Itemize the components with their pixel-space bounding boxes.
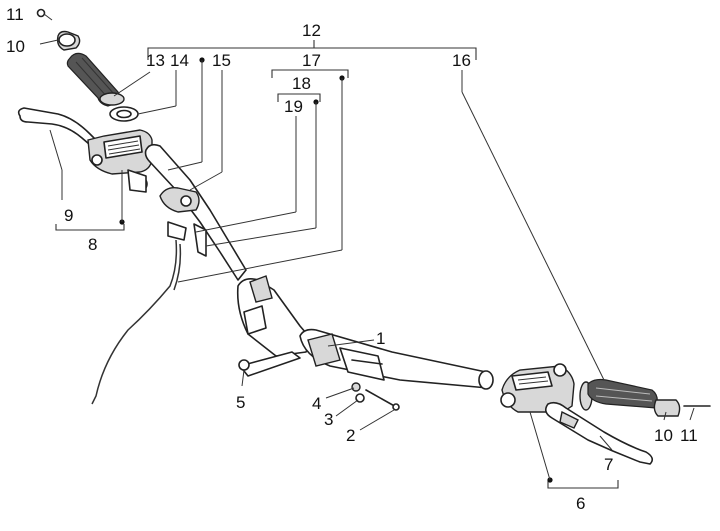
right-grip-assembly	[579, 378, 711, 417]
left-end-screw	[36, 8, 53, 21]
callout-16: 16	[452, 51, 471, 70]
leader-lines	[39, 39, 695, 489]
left-bar-end-weight	[56, 30, 81, 51]
callout-15: 15	[212, 51, 231, 70]
callout-4: 4	[312, 394, 321, 413]
left-switch-housing	[159, 186, 200, 213]
right-bar-end-weight	[653, 399, 681, 417]
callout-11-right: 11	[680, 426, 698, 445]
callout-8: 8	[88, 235, 97, 254]
left-grip-ring	[99, 92, 125, 106]
right-rubber-grip	[587, 378, 658, 409]
clamp-screws	[351, 382, 400, 411]
callout-11-left: 11	[6, 5, 24, 24]
callout-13: 13	[146, 51, 165, 70]
callout-14: 14	[170, 51, 189, 70]
callout-19: 19	[284, 97, 303, 116]
callout-12: 12	[302, 21, 321, 40]
throttle-housing	[307, 333, 341, 367]
callout-5: 5	[236, 393, 245, 412]
small-clip	[238, 359, 250, 371]
callout-17: 17	[302, 51, 321, 70]
callout-7: 7	[604, 455, 613, 474]
left-rubber-grip	[66, 52, 120, 107]
callout-9: 9	[64, 206, 73, 225]
right-brake-lever-assembly	[500, 363, 654, 465]
callout-10-left: 10	[6, 37, 25, 56]
callout-1: 1	[376, 329, 385, 348]
callout-3: 3	[324, 410, 333, 429]
left-brake-lever-assembly	[17, 107, 153, 193]
callout-labels: 11 10 12 13 14 15 17 16 18 19 9 8 1 5 4 …	[6, 5, 698, 513]
callout-18: 18	[292, 74, 311, 93]
callout-6: 6	[576, 494, 585, 513]
handlebar-tube	[144, 143, 494, 390]
brake-cable	[91, 239, 178, 405]
left-grip-assembly	[36, 8, 139, 122]
callout-10-right: 10	[654, 426, 673, 445]
callout-2: 2	[346, 426, 355, 445]
